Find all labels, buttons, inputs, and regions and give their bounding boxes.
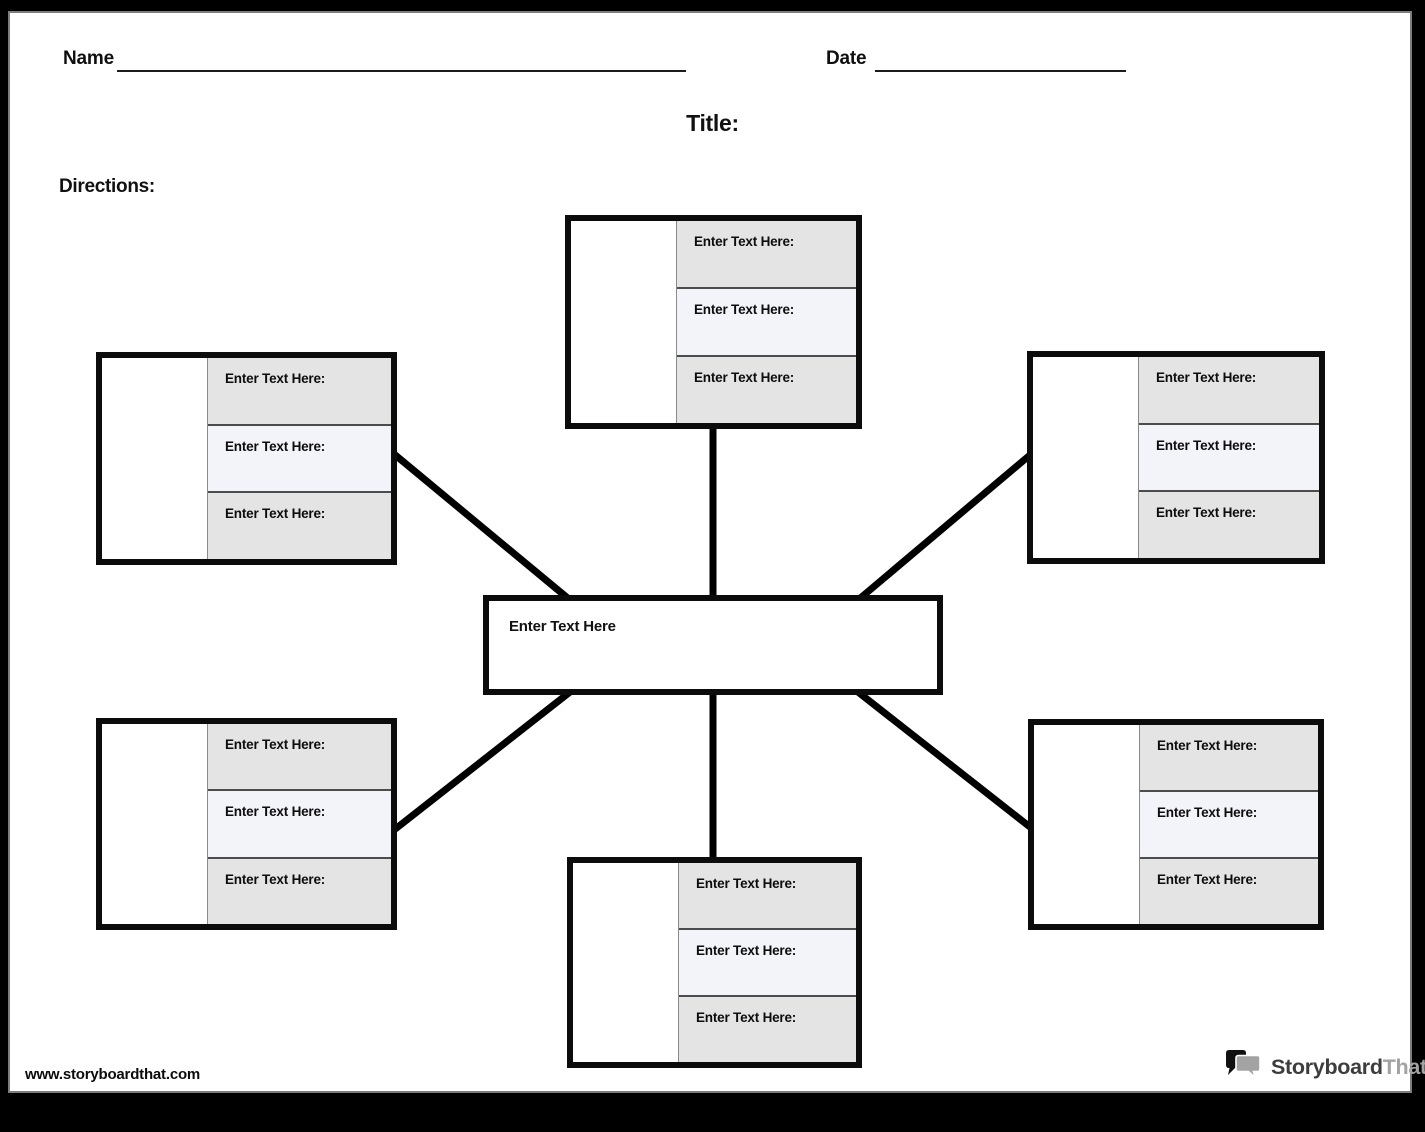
entry-field[interactable]: Enter Text Here: <box>1140 790 1318 857</box>
name-fill-line[interactable] <box>117 70 686 72</box>
entry-field[interactable]: Enter Text Here: <box>208 724 391 790</box>
entry-field[interactable]: Enter Text Here: <box>1139 490 1319 559</box>
entry-field[interactable]: Enter Text Here: <box>1140 857 1318 924</box>
logo-text-that: That <box>1382 1054 1425 1079</box>
title-label: Title: <box>686 110 739 136</box>
directions-label: Directions: <box>59 176 155 197</box>
spider-box-top-center: Enter Text Here: Enter Text Here: Enter … <box>565 215 862 429</box>
spider-box-top-left: Enter Text Here: Enter Text Here: Enter … <box>96 352 397 565</box>
image-cell[interactable] <box>573 863 679 1062</box>
entry-field[interactable]: Enter Text Here: <box>679 863 856 928</box>
name-label: Name <box>63 48 114 69</box>
logo-text-storyboard: Storyboard <box>1271 1054 1383 1079</box>
image-cell[interactable] <box>1034 725 1140 924</box>
entry-field[interactable]: Enter Text Here: <box>1139 422 1319 491</box>
image-cell[interactable] <box>102 724 208 924</box>
website-url: www.storyboardthat.com <box>25 1066 201 1083</box>
date-fill-line[interactable] <box>875 70 1126 72</box>
spider-box-bottom-center: Enter Text Here: Enter Text Here: Enter … <box>567 857 862 1068</box>
entry-field[interactable]: Enter Text Here: <box>208 491 391 560</box>
center-topic-box[interactable]: Enter Text Here <box>483 595 943 695</box>
spider-box-bottom-left: Enter Text Here: Enter Text Here: Enter … <box>96 718 397 930</box>
image-cell[interactable] <box>1033 357 1139 558</box>
entry-field[interactable]: Enter Text Here: <box>208 423 391 492</box>
entry-field[interactable]: Enter Text Here: <box>677 221 856 287</box>
entry-field[interactable]: Enter Text Here: <box>677 287 856 355</box>
logo-wordmark: StoryboardThat <box>1271 1055 1425 1080</box>
spider-box-top-right: Enter Text Here: Enter Text Here: Enter … <box>1027 351 1325 564</box>
speech-bubbles-icon <box>1226 1050 1261 1080</box>
entry-field[interactable]: Enter Text Here: <box>677 355 856 423</box>
entry-field[interactable]: Enter Text Here: <box>1140 725 1318 790</box>
entry-field[interactable]: Enter Text Here: <box>208 358 391 424</box>
date-label: Date <box>826 48 867 69</box>
entry-field[interactable]: Enter Text Here: <box>1139 357 1319 423</box>
image-cell[interactable] <box>571 221 677 423</box>
entry-field[interactable]: Enter Text Here: <box>208 856 391 924</box>
entry-field[interactable]: Enter Text Here: <box>208 789 391 857</box>
entry-field[interactable]: Enter Text Here: <box>679 995 856 1062</box>
spider-box-bottom-right: Enter Text Here: Enter Text Here: Enter … <box>1028 719 1324 930</box>
entry-field[interactable]: Enter Text Here: <box>679 928 856 995</box>
image-cell[interactable] <box>102 358 208 559</box>
storyboardthat-logo: StoryboardThat <box>1224 1049 1425 1085</box>
